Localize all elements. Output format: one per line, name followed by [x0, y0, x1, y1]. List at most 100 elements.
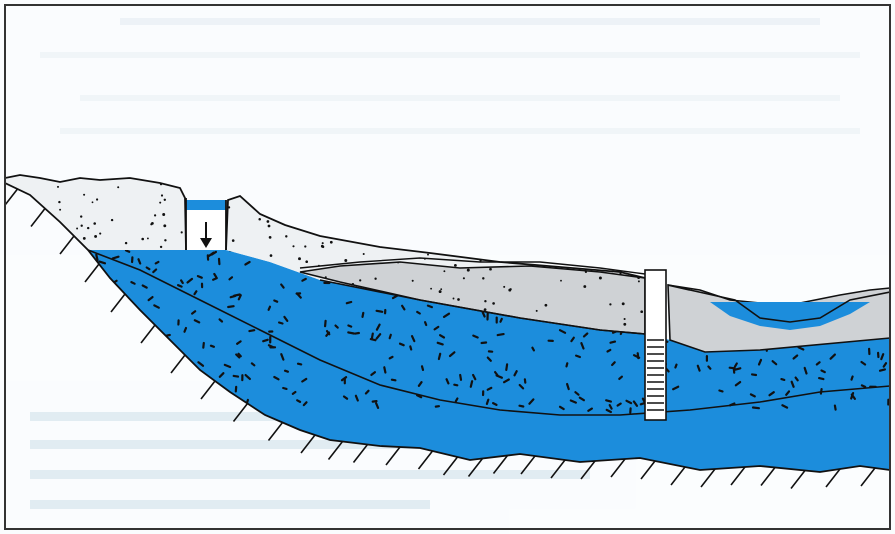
gravel-grain — [400, 344, 404, 346]
gravel-grain — [454, 385, 457, 386]
gravel-grain — [249, 330, 254, 331]
gravel-grain — [355, 333, 359, 334]
gravel-grain — [336, 326, 338, 328]
gravel-grain — [752, 374, 756, 375]
sand-grain — [443, 270, 445, 272]
sand-grain — [150, 223, 152, 225]
gravel-grain — [567, 363, 568, 366]
gravel-grain — [456, 399, 458, 402]
gravel-grain — [279, 323, 282, 324]
sand-grain — [269, 236, 272, 239]
gravel-grain — [348, 332, 354, 333]
sand-grain — [430, 288, 432, 290]
gravel-grain — [532, 348, 534, 351]
sand-grain — [141, 238, 144, 241]
sand-grain — [292, 245, 294, 247]
sand-grain — [484, 308, 487, 311]
gravel-grain — [390, 335, 391, 338]
gravel-grain — [880, 369, 885, 370]
gravel-grain — [384, 367, 385, 372]
sand-grain — [94, 235, 97, 238]
sand-grain — [117, 186, 119, 188]
sand-grain — [318, 265, 320, 267]
sand-grain — [57, 186, 59, 188]
sand-grain — [325, 276, 327, 278]
sand-grain — [163, 224, 166, 227]
gravel-grain — [228, 306, 233, 307]
sand-grain — [482, 277, 484, 279]
sand-grain — [623, 323, 626, 326]
recharge-pond — [186, 200, 226, 210]
sand-grain — [83, 194, 85, 196]
gravel-grain — [862, 385, 865, 387]
sand-grain — [609, 303, 611, 305]
gravel-grain — [438, 343, 443, 345]
sand-grain — [161, 194, 163, 196]
gravel-grain — [198, 276, 202, 278]
gravel-grain — [835, 406, 836, 410]
gravel-grain — [417, 312, 420, 314]
sand-grain — [344, 259, 347, 262]
well — [645, 270, 666, 420]
sand-grain — [96, 198, 98, 200]
sand-grain — [583, 285, 586, 288]
gravel-grain — [608, 350, 611, 352]
gravel-grain — [487, 400, 488, 404]
sand-grain — [363, 253, 365, 255]
gravel-grain — [576, 356, 580, 357]
gravel-grain — [126, 250, 129, 251]
sand-grain — [508, 289, 511, 292]
gravel-grain — [781, 379, 784, 380]
well-casing — [645, 270, 666, 420]
gravel-grain — [178, 285, 182, 286]
sand-grain — [424, 258, 426, 260]
gravel-grain — [460, 375, 461, 380]
sand-grain — [59, 209, 61, 211]
gravel-grain — [293, 392, 296, 394]
gravel-grain — [606, 400, 611, 401]
gravel-grain — [203, 343, 204, 348]
gravel-grain — [147, 268, 150, 270]
gravel-grain — [377, 311, 383, 312]
sand-grain — [585, 271, 587, 273]
gravel-grain — [131, 282, 134, 284]
gravel-grain — [347, 302, 351, 303]
gravel-grain — [822, 371, 825, 373]
sand-grain — [412, 280, 414, 282]
gravel-grain — [506, 364, 507, 370]
gravel-grain — [611, 342, 616, 343]
sand-grain — [93, 222, 96, 225]
sand-grain — [181, 231, 183, 233]
sand-grain — [374, 278, 376, 280]
sand-grain — [164, 239, 166, 241]
sand-grain — [125, 242, 127, 244]
gravel-grain — [675, 365, 676, 368]
gravel-grain — [297, 400, 300, 402]
sand-grain — [270, 254, 273, 257]
sand-grain — [619, 272, 621, 274]
sand-grain — [267, 220, 270, 223]
gravel-grain — [348, 326, 351, 327]
sand-grain — [638, 280, 640, 282]
gravel-grain — [708, 367, 710, 369]
sand-grain — [503, 286, 505, 288]
sand-grain — [228, 206, 230, 208]
sand-grain — [92, 201, 94, 203]
gravel-grain — [821, 389, 822, 394]
sand-grain — [87, 227, 89, 229]
gravel-grain — [231, 296, 236, 297]
gravel-grain — [852, 377, 853, 380]
sand-grain — [624, 318, 626, 320]
sand-grain — [640, 310, 643, 313]
sand-grain — [489, 268, 492, 271]
sand-grain — [427, 254, 429, 256]
sand-grain — [162, 213, 165, 216]
gravel-grain — [439, 354, 440, 359]
gravel-grain — [185, 328, 187, 332]
sand-grain — [536, 310, 538, 312]
gravel-grain — [498, 334, 504, 335]
sand-grain — [330, 241, 333, 244]
sand-grain — [154, 214, 156, 216]
gravel-grain — [392, 380, 396, 381]
